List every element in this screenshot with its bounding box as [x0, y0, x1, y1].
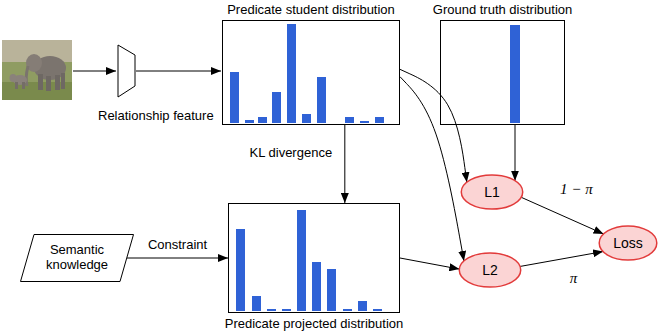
input-arrow: [73, 71, 116, 72]
parallelogram-shape: [21, 235, 134, 282]
ellipse-shape: [461, 175, 522, 209]
projected-bars: [236, 210, 382, 311]
ellipse-shape: [599, 226, 657, 260]
shape-body: L2: [458, 251, 522, 289]
shape-body: Semantic knowledge: [20, 234, 134, 282]
elephant-photo: [2, 40, 72, 100]
loss-text: L2: [482, 262, 498, 278]
flow-arrow: [344, 125, 345, 203]
loss-ellipse: Loss: [598, 224, 658, 262]
flow-arrow: [400, 69, 467, 182]
loss-ellipse: L1: [460, 173, 524, 211]
feature-extractor: [118, 45, 135, 97]
shape-body: Loss: [598, 224, 658, 262]
flow-arrow: [520, 252, 603, 267]
distribution-box: Ground truth distribution: [440, 20, 565, 125]
shape-body: L1: [460, 173, 524, 211]
box-title: Predicate student distribution: [227, 2, 395, 17]
knowledge-text: Semantic knowledge: [38, 243, 116, 273]
feature-arrow: [136, 71, 221, 72]
box-title: Ground truth distribution: [433, 2, 572, 17]
edge-label: π: [568, 271, 580, 286]
flow-arrow: [400, 77, 464, 261]
loss-text: Loss: [613, 235, 643, 251]
student-bars: [230, 24, 384, 123]
flow-arrow: [521, 197, 603, 234]
box-title: Predicate projected distribution: [225, 316, 404, 331]
feature-label: Relationship feature: [96, 108, 216, 123]
loss-text: L1: [484, 184, 500, 200]
truth-bar: [510, 25, 520, 123]
flow-arrow: [515, 125, 516, 181]
distribution-box: Predicate student distribution: [222, 20, 400, 125]
edge-label: Constraint: [146, 237, 209, 252]
edge-label: 1 − π: [558, 182, 595, 197]
ellipse-shape: [459, 253, 520, 287]
knowledge-parallelogram: Semantic knowledge: [20, 234, 134, 282]
flow-arrow: [127, 258, 228, 259]
distribution-box: Predicate projected distribution: [228, 203, 400, 313]
flow-arrow: [400, 258, 459, 269]
edge-label: KL divergence: [247, 145, 334, 160]
loss-ellipse: L2: [458, 251, 522, 289]
